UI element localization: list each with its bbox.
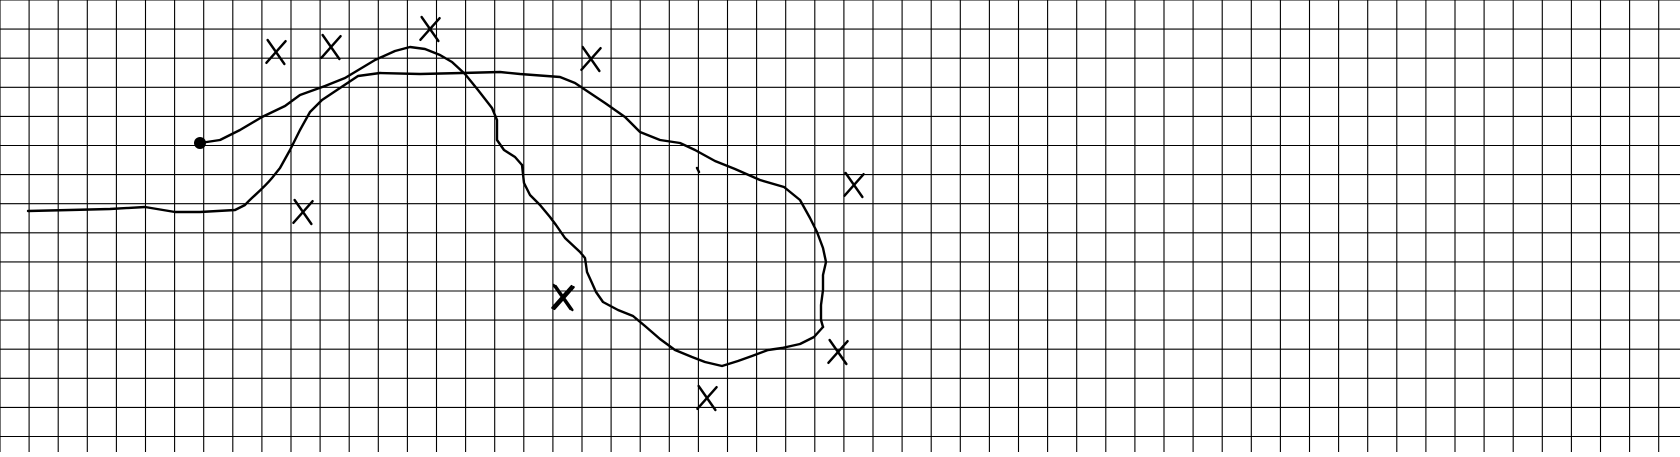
- upper-arc-stroke: [198, 45, 524, 167]
- x-marker: [551, 283, 573, 311]
- x-marker: [580, 45, 602, 73]
- x-marker: [320, 33, 342, 61]
- x-markers: [265, 15, 865, 412]
- x-marker: [265, 38, 287, 66]
- x-marker: [827, 338, 849, 366]
- x-marker: [419, 15, 441, 43]
- lead-in-stroke: [26, 70, 828, 264]
- sketched-route: [26, 45, 828, 368]
- loop-right-stroke: [819, 260, 828, 329]
- x-marker: [292, 198, 314, 226]
- x-marker: [843, 171, 865, 199]
- loop-left-stroke: [520, 163, 825, 368]
- start-dot: [194, 137, 206, 149]
- x-marker: [696, 384, 718, 412]
- stray-tick: [695, 166, 701, 174]
